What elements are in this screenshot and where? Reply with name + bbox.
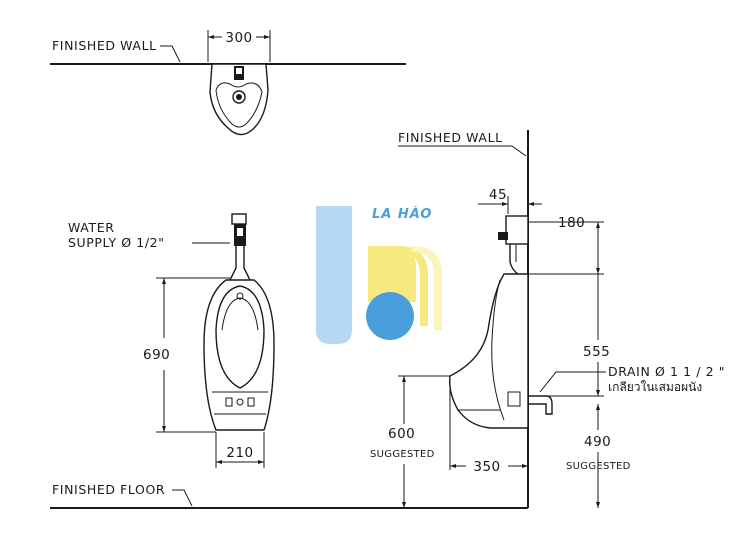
front-sensor-center: [236, 398, 244, 406]
dim-210-value: 210: [226, 445, 253, 461]
side-wall-leader: [398, 145, 527, 157]
water-supply-label-2: SUPPLY Ø 1/2": [68, 235, 165, 250]
dim-690-value: 690: [143, 347, 170, 363]
front-view: WATER SUPPLY Ø 1/2": [68, 213, 275, 468]
top-wall-leader: [160, 45, 181, 63]
side-flush-valve: [505, 215, 529, 245]
watermark-yellow-block: [368, 246, 416, 302]
floor: FINISHED FLOOR: [50, 482, 528, 509]
top-view: FINISHED WALL 300: [50, 30, 406, 136]
dim-300-arrow-right: [264, 35, 270, 39]
front-spreader-hole: [236, 292, 244, 300]
front-urinal-bowl: [215, 285, 265, 389]
side-supply-pipe: [509, 244, 519, 275]
floor-label: FINISHED FLOOR: [52, 482, 165, 497]
watermark-blue-bar: [316, 206, 352, 344]
dim-300-arrow-left: [208, 35, 214, 39]
dim-350-value: 350: [473, 459, 500, 475]
side-drain-pipe: [528, 395, 553, 415]
dim-490-value: 490: [584, 434, 611, 450]
dim-555-value: 555: [583, 344, 610, 360]
front-sensor-right: [247, 397, 255, 407]
dim-600-suggested: SUGGESTED: [370, 449, 435, 460]
front-sensor-left: [225, 397, 233, 407]
side-view: FINISHED WALL 45: [370, 130, 725, 508]
front-flush-valve-top: [231, 213, 247, 225]
dim-180-value: 180: [558, 215, 585, 231]
water-supply-label-1: WATER: [68, 220, 114, 235]
drain-leader: [539, 371, 606, 393]
floor-leader: [172, 489, 193, 507]
front-supply-pipe: [229, 246, 251, 281]
watermark-logo: LA HÀO: [316, 206, 442, 344]
dim-300-value: 300: [225, 30, 252, 46]
drain-label-2: เกลียวในเสมอผนัง: [608, 380, 702, 394]
drain-label-1: DRAIN Ø 1 1 / 2 ": [608, 364, 725, 379]
side-urinal-body: [448, 273, 529, 429]
side-wall-label: FINISHED WALL: [398, 130, 503, 145]
side-outlet: [507, 391, 521, 407]
front-urinal-body: [203, 279, 275, 431]
top-urinal-bowl: [215, 82, 263, 128]
watermark-yellow-stripe-2: [412, 246, 442, 330]
dim-600-value: 600: [388, 426, 415, 442]
dim-490-suggested: SUGGESTED: [566, 461, 631, 472]
top-spreader: [232, 90, 246, 104]
dim-45-value: 45: [489, 187, 507, 203]
watermark-yellow-stripe-1: [400, 246, 428, 326]
top-wall-label: FINISHED WALL: [52, 38, 157, 53]
watermark-text: LA HÀO: [372, 206, 432, 222]
side-urinal-inner: [491, 279, 505, 421]
watermark-blue-circle: [366, 292, 414, 340]
